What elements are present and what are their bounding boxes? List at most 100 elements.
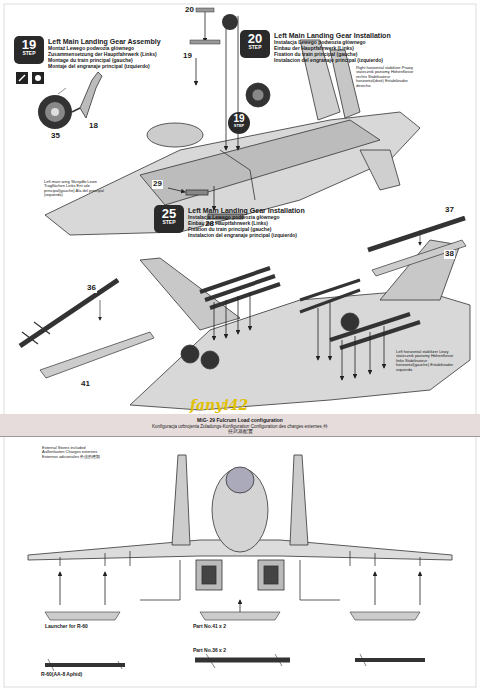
drawing-stroke <box>45 663 125 667</box>
callout-number: 19 <box>182 52 193 61</box>
step-subtitle: Instalacion del engranaje principal (izq… <box>274 58 383 64</box>
front-view <box>28 455 452 600</box>
note-text: External Stores included Außenlasten Cha… <box>42 446 106 459</box>
store-arrows <box>60 572 420 612</box>
drawing-stroke <box>40 332 154 378</box>
callout-number: 38 <box>444 250 455 259</box>
step-subtitle: Fixation du train principal (gauche) <box>188 227 271 233</box>
missile-groups <box>200 268 420 348</box>
step-subtitle: Instalacion del engranaje principal (izq… <box>188 233 297 239</box>
drawing-stroke <box>205 12 206 42</box>
drawing-stroke <box>226 28 227 150</box>
drawing-stroke <box>196 560 222 590</box>
callout-number: 18 <box>88 122 99 131</box>
drawing-stroke <box>45 612 120 620</box>
drawing-stroke <box>38 95 72 129</box>
watermark: fanyi42 <box>190 398 248 413</box>
drawing-stroke <box>201 351 219 369</box>
drawing-stroke <box>372 240 466 276</box>
part-wheel <box>222 14 238 30</box>
step-badge: 20STEP <box>240 30 270 58</box>
sub-text: STEP <box>240 45 270 50</box>
drawing-stroke <box>258 560 284 590</box>
step-badge: 19STEP <box>228 112 250 134</box>
drawing-stroke <box>250 292 251 330</box>
drawing-stroke <box>355 336 356 378</box>
drawing-stroke <box>240 600 241 612</box>
drawing-stroke <box>341 313 359 331</box>
callout-number: 36 <box>86 284 97 293</box>
drawing-stroke <box>140 120 380 205</box>
drawing-stroke <box>264 566 278 584</box>
step-title: Left Main Landing Gear Installation <box>188 207 305 215</box>
drawing-stroke <box>200 612 280 620</box>
step-subtitle: Instalacja Lewego podwozia głównego <box>274 40 366 46</box>
step-subtitle: Einbau der Hauptfahrwerk (Links) <box>188 221 268 227</box>
drawing-stroke <box>340 322 420 348</box>
drawing-stroke <box>45 112 420 235</box>
callout-number: 41 <box>80 380 91 389</box>
drawing-stroke <box>172 455 190 545</box>
drawing-stroke <box>360 654 366 666</box>
drawing-stroke <box>350 612 420 620</box>
drawing-stroke <box>384 326 385 368</box>
drawing-stroke <box>360 150 400 190</box>
drawing-stroke <box>202 566 216 584</box>
heading-text: 19 <box>228 112 250 124</box>
heading-text: MiG- 29 Fulcrum Load configuration <box>0 414 480 423</box>
sub-text: STEP <box>154 220 184 225</box>
missile-37 <box>368 218 466 276</box>
drawing-stroke <box>252 89 264 101</box>
drawing-stroke <box>420 230 421 245</box>
note-text: Left horizontal stabilizer Lewy stateczn… <box>396 350 460 372</box>
drawing-stroke <box>342 340 343 380</box>
step-title: Left Main Landing Gear Assembly <box>48 38 161 46</box>
drawing-stroke <box>51 108 59 116</box>
section-band: MiG- 29 Fulcrum Load configurationKonfig… <box>0 414 480 437</box>
part-20 <box>196 8 214 12</box>
drawing-stroke <box>290 455 308 545</box>
aircraft-under <box>130 240 470 410</box>
callout-number: 37 <box>444 206 455 215</box>
store-label: R-60(AA-8 Aphid) <box>40 672 83 678</box>
step-subtitle: Zusammensetzung der Hauptfahrwerk (Links… <box>48 52 157 58</box>
wheel-and-strut <box>38 72 102 129</box>
drawing-stroke <box>140 560 340 600</box>
drawing-stroke <box>168 188 185 192</box>
sub-text: STEP <box>14 51 44 56</box>
drawing-stroke <box>238 296 239 334</box>
drawing-stroke <box>45 102 65 122</box>
drawing-stroke <box>210 284 280 308</box>
drawing-stroke <box>4 4 476 687</box>
heading-text: 25 <box>154 205 184 220</box>
missile-36 <box>20 280 154 378</box>
note-text: Left main wing Skrzydło Lewe Tragflächen… <box>44 180 104 198</box>
part-arrows <box>168 12 238 210</box>
step-badge: 25STEP <box>154 205 184 233</box>
aircraft-top <box>45 40 420 235</box>
note-text: Right horizontal stabilizer Prawy statec… <box>356 66 418 88</box>
step-title: Left Main Landing Gear Installation <box>274 32 391 40</box>
step-subtitle: Montage du train principal (gauche) <box>48 58 133 64</box>
step-subtitle: Montaje del engranaje principal (izquier… <box>48 64 150 70</box>
heading-text: 20 <box>240 30 270 45</box>
drawing-stroke <box>100 300 101 320</box>
drawing-stroke <box>80 72 102 118</box>
drawing-stroke <box>105 572 106 605</box>
drawing-stroke <box>19 75 25 81</box>
callout-number: 20 <box>184 6 195 15</box>
drawing-stroke <box>196 58 197 85</box>
drawing-stroke <box>35 75 41 81</box>
drawing-stroke <box>220 150 255 200</box>
drawing-stroke <box>370 332 371 374</box>
drawing-stroke <box>214 302 215 340</box>
drawing-stroke <box>318 308 319 360</box>
drawing-stroke <box>147 123 203 147</box>
drawing-stroke <box>214 186 215 210</box>
install-arrows <box>214 292 384 380</box>
drawing-stroke <box>16 72 28 84</box>
drawing-stroke <box>246 83 270 107</box>
store-label: Part No.41 x 2 <box>192 624 227 630</box>
